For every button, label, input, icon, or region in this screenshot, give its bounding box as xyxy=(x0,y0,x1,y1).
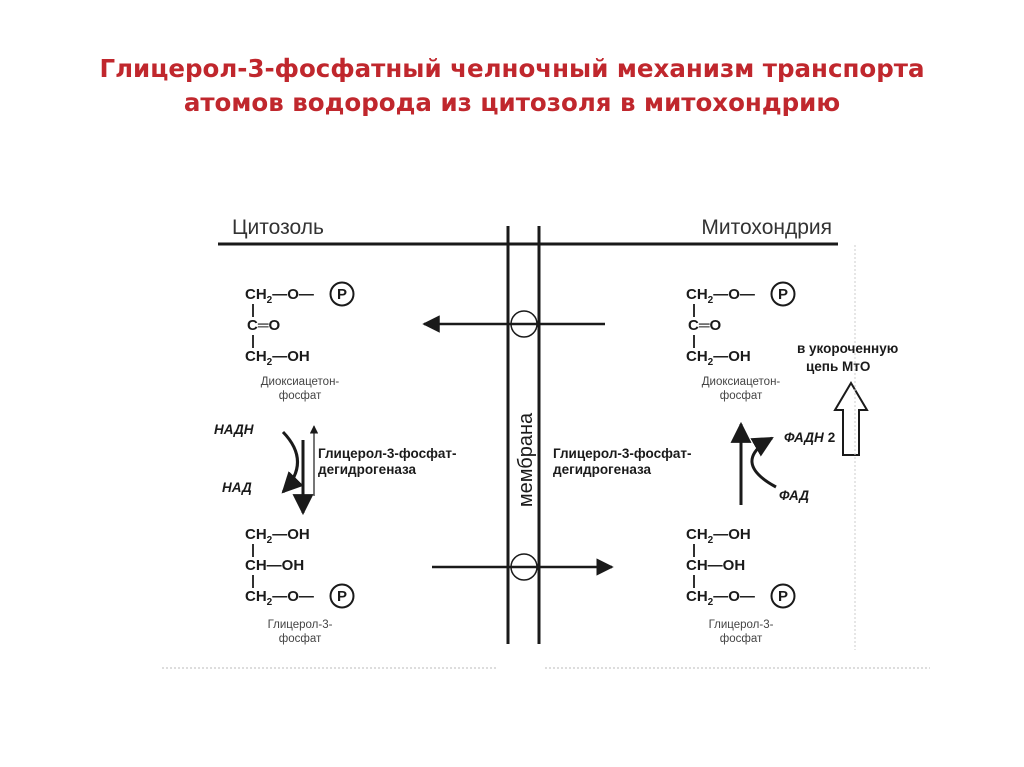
title-line-1: Глицерол-3-фосфатный челночный механизм … xyxy=(99,54,925,83)
right-g3p-caption-1: Глицерол-3- xyxy=(709,619,774,631)
nad-label: НАД xyxy=(222,480,252,495)
svg-text:P: P xyxy=(778,286,788,303)
note-line-1: в укороченную xyxy=(797,341,898,356)
svg-text:CH2—OH: CH2—OH xyxy=(245,348,310,368)
dhap-carrier-circle xyxy=(510,310,538,338)
membrane-label: мембрана xyxy=(515,412,537,507)
phosphate-icon xyxy=(770,281,796,307)
left-enzyme-line-1: Глицерол-3-фосфат- xyxy=(318,446,457,461)
left-dhap-caption-2: фосфат xyxy=(279,390,322,402)
title-line-2: атомов водорода из цитозоля в митохондри… xyxy=(183,88,841,117)
chain-up-arrow-icon xyxy=(833,381,869,456)
left-g3p-caption-1: Глицерол-3- xyxy=(268,619,333,631)
svg-text:CH—OH: CH—OH xyxy=(245,557,304,574)
left-dhap-structure: CH2—O— P C═O CH2—OH xyxy=(245,281,355,368)
fad-label: ФАД xyxy=(779,488,809,503)
phosphate-icon xyxy=(329,281,355,307)
cytosol-label: Цитозоль xyxy=(232,216,324,239)
svg-text:CH2—O—: CH2—O— xyxy=(686,286,755,306)
right-enzyme-line-2: дегидрогеназа xyxy=(553,462,652,477)
left-dhap-caption-1: Диоксиацетон- xyxy=(261,376,340,388)
page-title: Глицерол-3-фосфатный челночный механизм … xyxy=(0,52,1024,120)
left-g3p-structure: CH2—OH CH—OH CH2—O— P xyxy=(245,526,355,609)
g3p-carrier-circle xyxy=(510,553,538,581)
right-dhap-caption-2: фосфат xyxy=(720,390,763,402)
svg-text:C═O: C═O xyxy=(688,317,721,334)
right-g3p-structure: CH2—OH CH—OH CH2—O— P xyxy=(686,526,796,609)
right-curved-arrow xyxy=(750,436,777,489)
left-g3p-caption-2: фосфат xyxy=(279,633,322,645)
svg-text:CH2—O—: CH2—O— xyxy=(245,286,314,306)
right-dhap-structure: CH2—O— P C═O CH2—OH xyxy=(686,281,796,368)
note-line-2: цепь МтО xyxy=(806,359,870,374)
svg-text:CH2—OH: CH2—OH xyxy=(686,526,751,546)
svg-text:CH2—O—: CH2—O— xyxy=(686,588,755,608)
svg-text:CH2—O—: CH2—O— xyxy=(245,588,314,608)
svg-text:P: P xyxy=(337,286,347,303)
svg-text:CH—OH: CH—OH xyxy=(686,557,745,574)
svg-text:C═O: C═O xyxy=(247,317,280,334)
left-curved-arrow xyxy=(281,430,304,494)
phosphate-icon xyxy=(770,583,796,609)
right-enzyme-line-1: Глицерол-3-фосфат- xyxy=(553,446,692,461)
right-dhap-caption-1: Диоксиацетон- xyxy=(702,376,781,388)
mitochondria-label: Митохондрия xyxy=(701,216,832,239)
svg-text:CH2—OH: CH2—OH xyxy=(245,526,310,546)
nadh-label: НАДН xyxy=(214,422,254,437)
svg-text:CH2—OH: CH2—OH xyxy=(686,348,751,368)
right-g3p-caption-2: фосфат xyxy=(720,633,763,645)
svg-text:P: P xyxy=(778,588,788,605)
left-enzyme-line-2: дегидрогеназа xyxy=(318,462,417,477)
svg-text:P: P xyxy=(337,588,347,605)
phosphate-icon xyxy=(329,583,355,609)
